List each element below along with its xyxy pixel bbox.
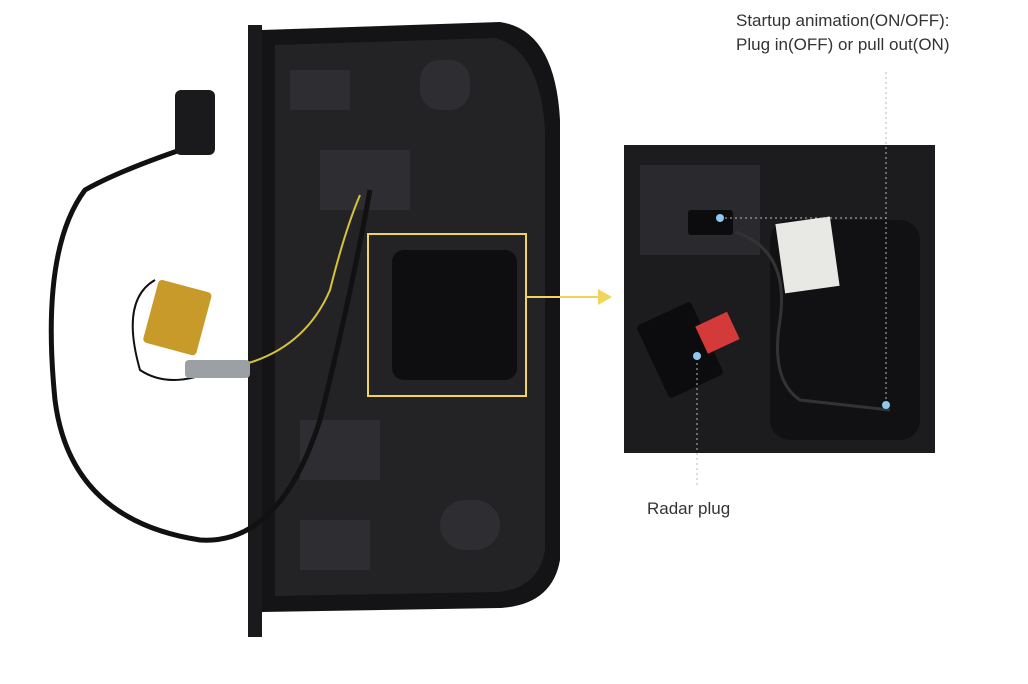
arrow-head-icon xyxy=(598,289,612,305)
radar-plug-label: Radar plug xyxy=(647,499,731,518)
inset-detail-photo xyxy=(624,145,935,453)
wiring-harness xyxy=(48,142,373,543)
load-resistor xyxy=(143,280,212,356)
startup-animation-label: Startup animation(ON/OFF): xyxy=(736,11,950,30)
markers xyxy=(693,214,890,409)
inline-connector xyxy=(185,360,250,378)
callout-lines xyxy=(696,72,887,485)
connector xyxy=(175,90,215,155)
tail-light-housing xyxy=(248,22,560,637)
highlight-box xyxy=(367,233,527,397)
startup-animation-detail: Plug in(OFF) or pull out(ON) xyxy=(736,35,950,54)
